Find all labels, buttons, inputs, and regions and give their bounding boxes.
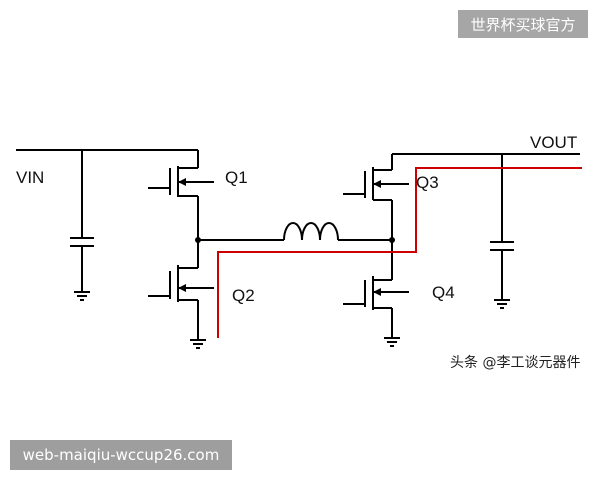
watermark-top: 世界杯买球官方 <box>458 10 588 38</box>
ground-symbols <box>74 291 510 349</box>
q4-label: Q4 <box>432 283 455 302</box>
gate-arrows <box>178 178 381 296</box>
q3-label: Q3 <box>416 173 439 192</box>
q2-label: Q2 <box>232 286 255 305</box>
watermark-bottom: web-maiqiu-wccup26.com <box>10 440 232 470</box>
vout-label: VOUT <box>530 133 577 152</box>
current-path-line <box>217 167 582 338</box>
q1-label: Q1 <box>225 168 248 187</box>
vin-label: VIN <box>16 168 44 187</box>
circuit-wires <box>16 149 580 340</box>
junction-dots <box>195 237 395 243</box>
author-credit: 头条 @李工谈元器件 <box>450 355 581 371</box>
